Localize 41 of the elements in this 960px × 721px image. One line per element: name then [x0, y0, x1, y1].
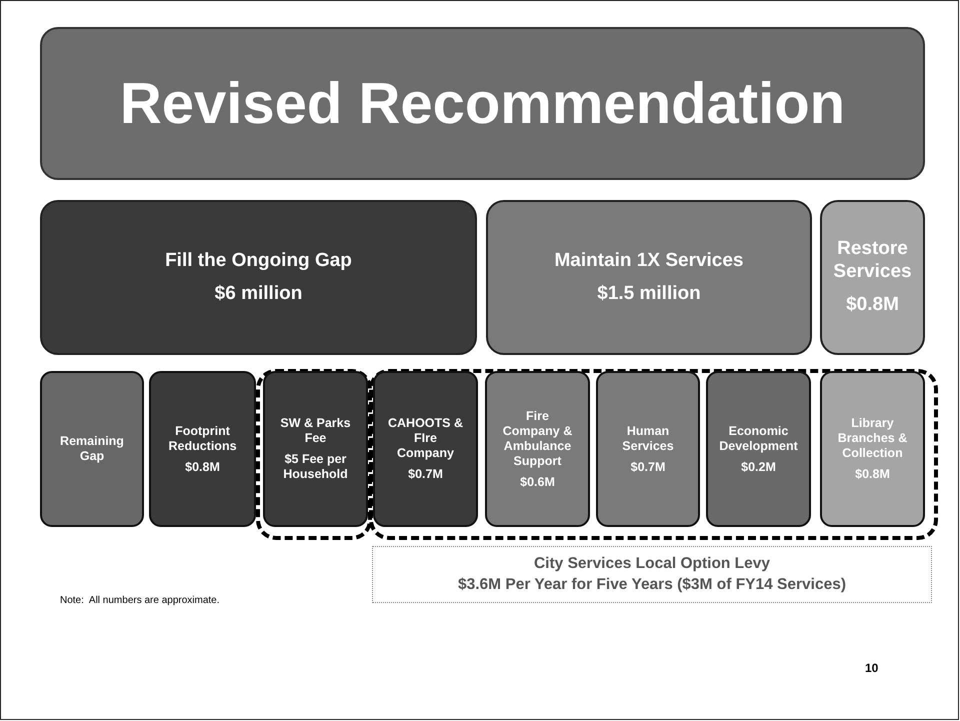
amount-text: $1.5 million [597, 282, 701, 306]
amount-text: $0.8M [855, 467, 890, 482]
dashed-group-outline [369, 369, 938, 540]
item-box [263, 371, 368, 527]
category-box [820, 200, 925, 355]
title: Revised Recommendation [120, 70, 846, 138]
amount-text: $0.7M [408, 467, 443, 482]
item-box [373, 371, 478, 527]
levy-box [372, 546, 932, 603]
label-heading: City Services Local Option Levy [534, 554, 770, 574]
label-heading: CAHOOTS & FIre Company [387, 416, 464, 461]
amount-text: $0.6M [520, 474, 555, 490]
label-heading: Human Services [621, 424, 675, 454]
label-heading: Fill the Ongoing Gap [165, 250, 352, 272]
amount-text: $0.8M [846, 294, 899, 317]
amount-text: $3.6M Per Year for Five Years ($3M of FY14 Services) [458, 576, 846, 594]
note-text: Note: All numbers are approximate. [60, 595, 220, 606]
item-box [40, 371, 144, 527]
item-box [596, 371, 700, 527]
category-box [40, 200, 477, 355]
item-box [149, 371, 256, 527]
item-box [820, 371, 925, 527]
item-box [706, 371, 811, 527]
label-heading: Remaining Gap [59, 434, 125, 464]
dashed-group-outline [256, 369, 372, 540]
title-box [40, 27, 925, 180]
label-heading: Footprint Reductions [167, 424, 238, 454]
label-heading: Fire Company & Ambulance Support [502, 408, 574, 468]
amount-text: $6 million [214, 282, 302, 306]
amount-text: $0.8M [185, 460, 220, 474]
amount-text: $5 Fee per Household [282, 452, 349, 482]
label-heading: SW & Parks Fee [279, 416, 352, 446]
amount-text: $0.7M [630, 460, 666, 474]
amount-text: $0.2M [741, 460, 776, 474]
label-heading: Maintain 1X Services [554, 250, 744, 272]
page-number: 10 [865, 661, 878, 675]
label-heading: Restore Services [832, 238, 913, 284]
label-heading: Economic Development [718, 424, 799, 454]
item-box [485, 371, 590, 527]
label-heading: Library Branches & Collection [836, 416, 908, 461]
category-box [486, 200, 812, 355]
